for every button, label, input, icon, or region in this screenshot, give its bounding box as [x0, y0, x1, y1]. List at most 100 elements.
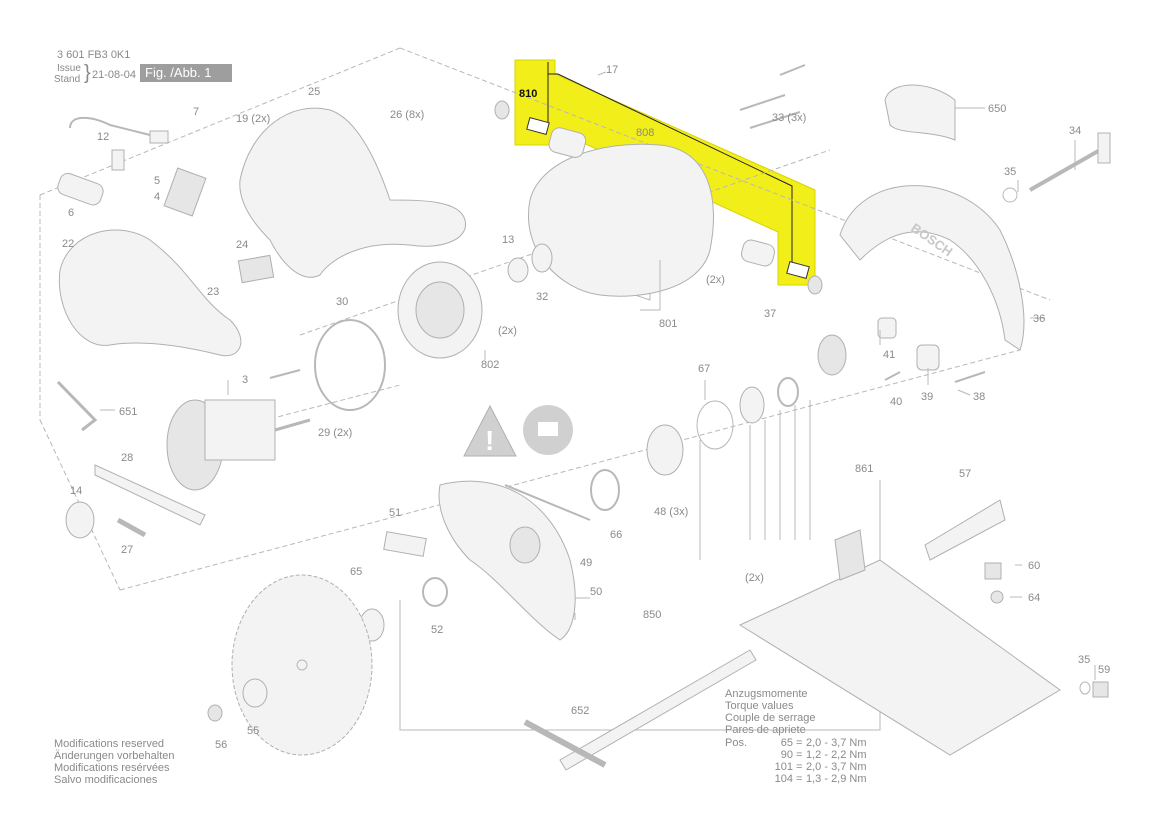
callout-49: 49 — [580, 557, 592, 569]
part-55 — [242, 678, 268, 708]
callout-51: 51 — [389, 507, 401, 519]
callout-27: 27 — [121, 544, 133, 556]
issue-date: 21-08-04 — [92, 69, 137, 81]
part-brush-holder-2 — [740, 239, 776, 267]
part-51 — [383, 531, 427, 557]
callout-29: 29 (2x) — [318, 427, 352, 439]
callout-35-b: 35 — [1078, 654, 1090, 666]
callout-2x-a: (2x) — [498, 325, 517, 337]
callout-4: 4 — [154, 191, 160, 203]
part-34 — [1029, 132, 1111, 192]
part-27 — [116, 517, 147, 538]
part-number: 3 601 FB3 0K1 — [57, 49, 131, 61]
part-57-bracket — [924, 499, 1006, 561]
part-60 — [984, 562, 1002, 580]
part-circlip — [777, 377, 799, 407]
part-32 — [531, 243, 553, 273]
callout-3: 3 — [242, 374, 248, 386]
torque-eq-3: = — [796, 761, 803, 773]
torque-eq-1: = — [796, 737, 803, 749]
warning-triangle-icon: ! — [463, 404, 517, 457]
part-808-holder — [548, 127, 587, 158]
callout-652: 652 — [571, 705, 589, 717]
part-24 — [237, 254, 275, 284]
torque-pos-label: Pos. — [725, 737, 748, 749]
figure-label: Fig. /Abb. 1 — [140, 64, 232, 82]
callout-801: 801 — [659, 318, 677, 330]
callout-37: 37 — [764, 308, 776, 320]
modifications-de: Änderungen vorbehalten — [54, 750, 175, 762]
part-35-washer — [1002, 187, 1018, 203]
callout-38: 38 — [973, 391, 985, 403]
stand-label: Stand — [54, 74, 81, 85]
callout-810: 810 — [519, 88, 537, 100]
callout-34: 34 — [1069, 125, 1081, 137]
callout-14: 14 — [70, 485, 82, 497]
callout-55: 55 — [247, 725, 259, 737]
torque-pos-1: 65 — [780, 737, 793, 749]
part-41 — [877, 317, 897, 339]
torque-heading-es: Pares de apriete — [725, 724, 806, 736]
part-6 — [57, 172, 104, 206]
part-13 — [507, 257, 529, 283]
torque-pos-4: 104 — [774, 773, 793, 785]
part-56 — [207, 704, 223, 722]
callout-17: 17 — [606, 64, 618, 76]
callout-23: 23 — [207, 286, 219, 298]
callout-labels: 810 17 808 33 (3x) 650 34 35 7 19 (2x) 2… — [62, 64, 1110, 751]
part-36-blade-guard: BOSCH — [839, 185, 1025, 351]
callout-40: 40 — [890, 396, 902, 408]
callout-30: 30 — [336, 296, 348, 308]
part-base-plate — [738, 529, 1061, 756]
callout-5: 5 — [154, 175, 160, 187]
part-cable — [69, 116, 169, 171]
part-cap-2 — [807, 275, 823, 295]
issue-label: Issue — [57, 63, 81, 74]
read-manual-icon — [523, 405, 573, 455]
torque-eq-4: = — [796, 773, 803, 785]
part-30-ring — [314, 319, 386, 411]
part-stator — [397, 261, 483, 359]
part-28-spindle-lock — [94, 464, 206, 526]
callout-861: 861 — [855, 463, 873, 475]
callout-56: 56 — [215, 739, 227, 751]
callout-808: 808 — [636, 127, 654, 139]
callout-26: 26 (8x) — [390, 109, 424, 121]
torque-value-1: 2,0 - 3,7 Nm — [806, 737, 867, 749]
callout-66: 66 — [610, 529, 622, 541]
torque-heading-fr: Couple de serrage — [725, 712, 816, 724]
part-motor-housing — [528, 143, 714, 297]
part-35b — [1079, 681, 1091, 695]
modifications-fr: Modifications resérvées — [54, 762, 170, 774]
callout-2x-b: (2x) — [706, 274, 725, 286]
callout-60: 60 — [1028, 560, 1040, 572]
torque-heading-en: Torque values — [725, 700, 794, 712]
callout-64: 64 — [1028, 592, 1040, 604]
modifications-es: Salvo modificaciones — [54, 774, 158, 786]
callout-67: 67 — [698, 363, 710, 375]
callout-650: 650 — [988, 103, 1006, 115]
part-59 — [1092, 681, 1109, 698]
callout-41: 41 — [883, 349, 895, 361]
part-cap-1 — [494, 100, 510, 120]
callout-28: 28 — [121, 452, 133, 464]
part-saw-blade — [231, 574, 373, 756]
part-66 — [590, 469, 620, 511]
part-gear — [817, 334, 847, 376]
callout-48: 48 (3x) — [654, 506, 688, 518]
part-flange — [646, 424, 684, 476]
callout-33: 33 (3x) — [772, 112, 806, 124]
part-switch — [163, 167, 207, 217]
part-52 — [422, 577, 448, 607]
callout-12: 12 — [97, 131, 109, 143]
leader-lines — [100, 71, 1096, 680]
part-3-armature — [166, 399, 311, 491]
part-49 — [504, 484, 591, 521]
part-25-housing-half — [239, 107, 466, 278]
torque-pos-3: 101 — [774, 761, 793, 773]
header-brace: } — [84, 62, 91, 84]
callout-19: 19 (2x) — [236, 113, 270, 125]
callout-52: 52 — [431, 624, 443, 636]
callout-2x-c: (2x) — [745, 572, 764, 584]
